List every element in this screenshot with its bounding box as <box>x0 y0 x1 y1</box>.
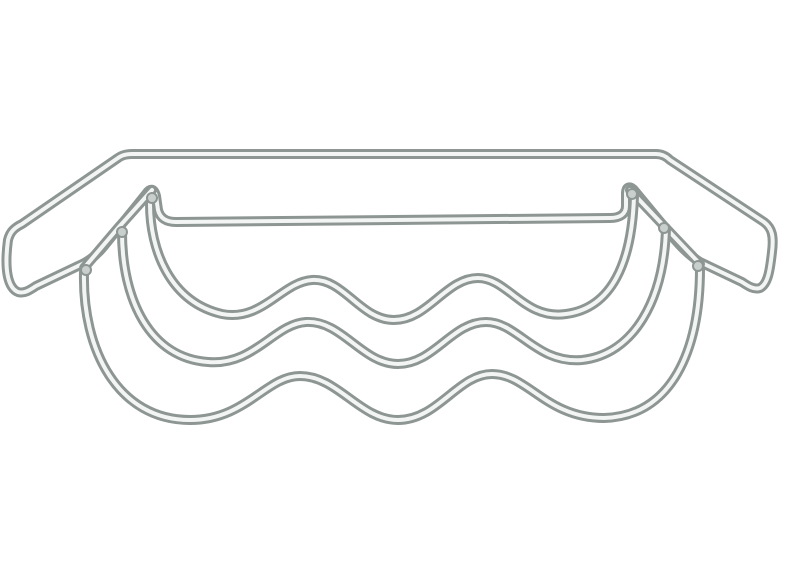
joint-back-right <box>626 188 638 200</box>
joint-middle-right <box>658 222 670 234</box>
weld-joints <box>80 188 704 276</box>
cradle-middle <box>117 223 671 369</box>
joint-front-right <box>692 260 704 272</box>
side-rails <box>79 185 705 273</box>
joint-back-left <box>146 192 158 204</box>
joint-middle-left <box>116 226 128 238</box>
bottle-cradles <box>78 191 705 425</box>
cradle-back-face <box>148 194 636 322</box>
joint-front-left <box>80 264 92 276</box>
cradle-front-face <box>81 266 702 422</box>
cradle-middle-face <box>120 226 668 366</box>
